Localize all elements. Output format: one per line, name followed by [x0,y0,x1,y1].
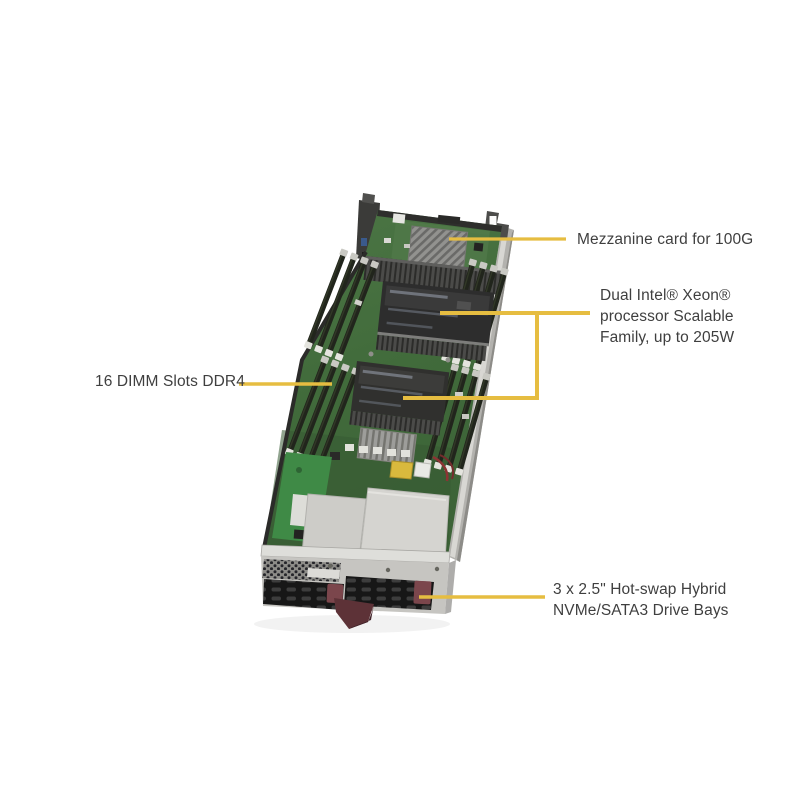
label-drive-bays: 3 x 2.5" Hot-swap Hybrid NVMe/SATA3 Driv… [553,581,729,619]
cables [432,454,455,482]
power-connector-white [413,461,432,479]
front-panel-right-wall [445,560,456,614]
drive-bay-2 [344,576,434,610]
blade-server [260,193,514,629]
drive-latch-2 [413,580,432,605]
drive-tray-covers [301,487,450,561]
callout-line-cpu-bracket [403,311,590,400]
cpu-heatsink-1 [375,281,495,362]
power-connector-yellow [389,460,414,480]
drive-bay-1 [263,579,344,610]
release-lever [334,598,374,629]
front-panel [260,544,456,629]
release-lever-edge [349,604,374,629]
drive-latch-1 [326,583,344,604]
callouts [239,237,590,599]
pcb-components [330,238,469,460]
front-label-plate [307,568,340,579]
label-dimm-slots: 16 DIMM Slots DDR4 [95,373,245,390]
cpu-heatsink-2 [349,361,450,466]
label-cpu: Dual Intel® Xeon® processor Scalable Fam… [600,287,735,346]
label-mezzanine-card: Mezzanine card for 100G [577,231,754,248]
